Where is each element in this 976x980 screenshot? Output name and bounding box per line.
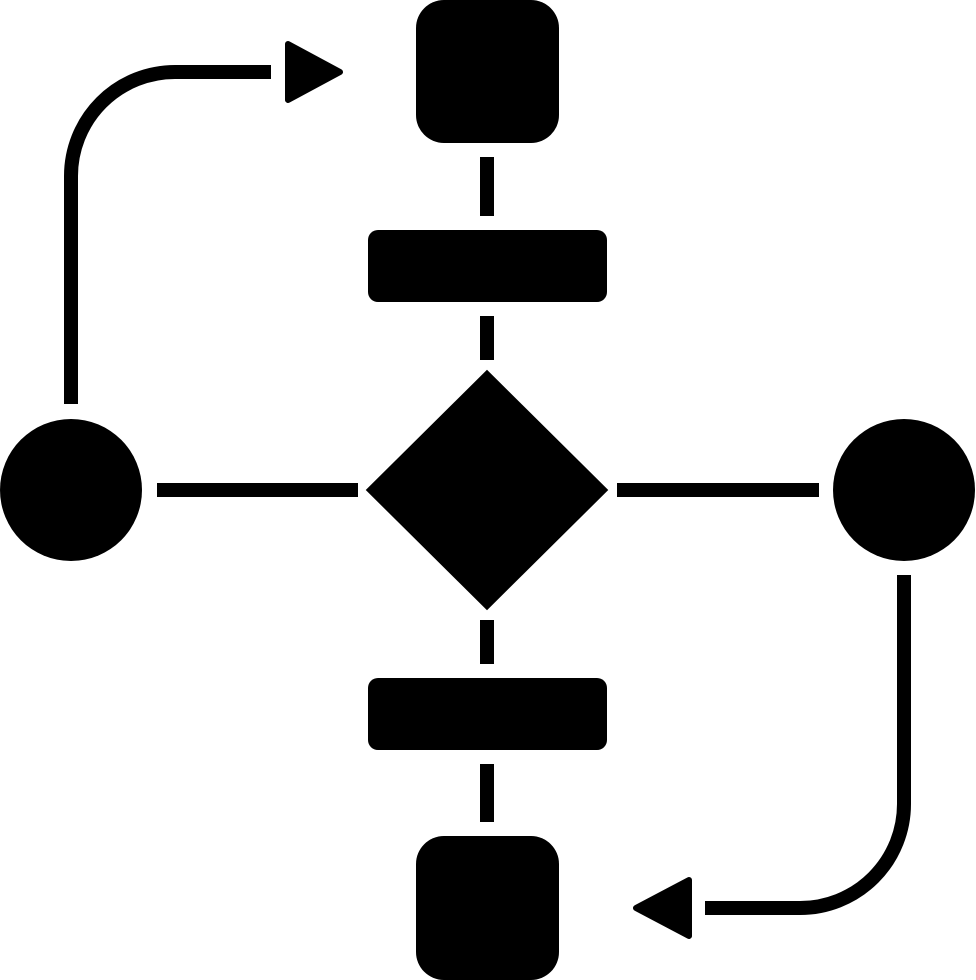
upper-process-node [368, 230, 607, 302]
decision-node [365, 369, 609, 611]
right-connector-node [833, 419, 975, 561]
edge-right-connector-to-bottom-terminal [705, 575, 911, 915]
top-terminal-node [416, 0, 559, 143]
edge-left-connector-to-top-terminal [64, 65, 271, 404]
bottom-terminal-node [416, 836, 559, 980]
lower-process-node [368, 678, 607, 750]
arrowhead-to-bottom-terminal [633, 877, 692, 939]
arrowhead-to-top-terminal [285, 41, 343, 103]
left-connector-node [0, 419, 142, 561]
